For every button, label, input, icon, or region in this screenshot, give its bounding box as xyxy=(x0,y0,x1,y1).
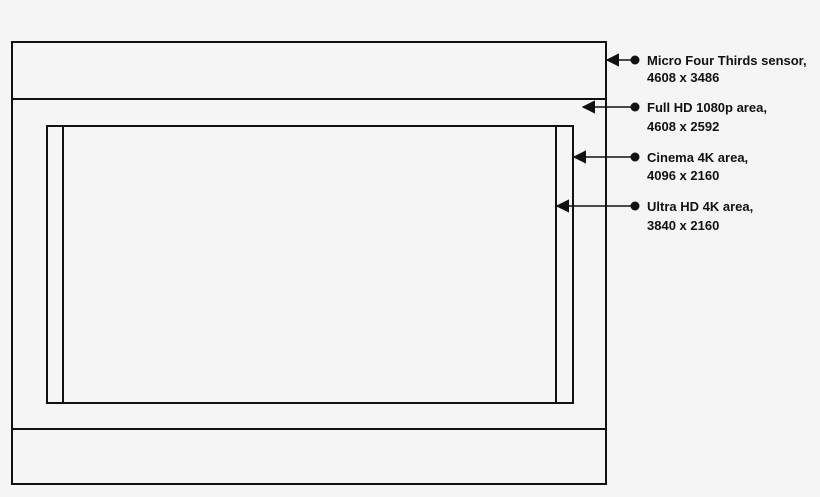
callout-name: Micro Four Thirds sensor, xyxy=(647,53,807,68)
callout-resolution: 4608 x 2592 xyxy=(647,119,719,134)
micro-four-thirds-sensor-rect xyxy=(11,41,607,485)
callout-dot xyxy=(630,201,640,211)
callout-name: Cinema 4K area, xyxy=(647,150,748,165)
cinema-4k-area-rect xyxy=(46,125,574,404)
callout-full-hd-1080p: Full HD 1080p area, 4608 x 2592 xyxy=(581,100,767,134)
callout-dot xyxy=(630,152,640,162)
callout-resolution: 3840 x 2160 xyxy=(647,218,719,233)
callout-name: Ultra HD 4K area, xyxy=(647,199,753,214)
callout-cinema-4k: Cinema 4K area, 4096 x 2160 xyxy=(572,150,748,183)
callout-dot xyxy=(630,102,640,112)
callout-resolution: 4096 x 2160 xyxy=(647,168,719,183)
callout-name: Full HD 1080p area, xyxy=(647,100,767,115)
callout-resolution: 4608 x 3486 xyxy=(647,70,719,85)
callout-dot xyxy=(630,55,640,65)
callout-ultra-hd-4k: Ultra HD 4K area, 3840 x 2160 xyxy=(555,199,753,233)
callout-micro-four-thirds: Micro Four Thirds sensor, 4608 x 3486 xyxy=(605,53,807,85)
